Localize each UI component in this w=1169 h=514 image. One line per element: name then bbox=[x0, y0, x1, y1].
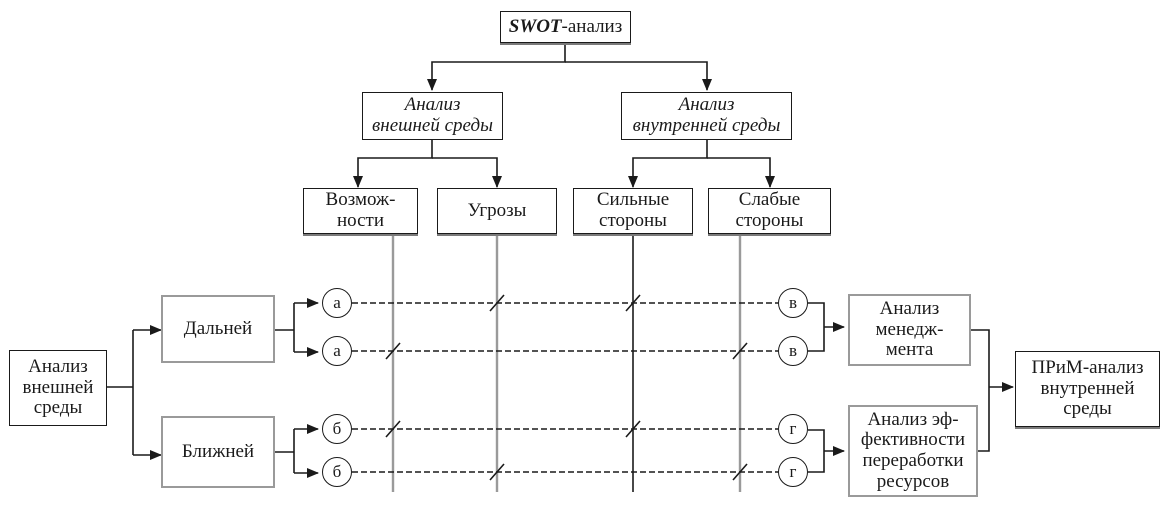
far-horizon-box: Дальней bbox=[161, 295, 275, 363]
efficiency-analysis-label: Анализ эф- фективности переработки ресур… bbox=[860, 408, 966, 492]
prim-analysis-label: ПРиМ-анализ внутренней среды bbox=[1031, 357, 1144, 420]
near-horizon-label: Ближней bbox=[181, 440, 255, 462]
external-env-source-label: Анализ внешней среды bbox=[22, 356, 94, 419]
swot-title-rest: -анализ bbox=[561, 15, 623, 37]
threats-box: Угрозы bbox=[437, 188, 557, 234]
arrow-to-weaknesses bbox=[707, 157, 775, 188]
arrow-to-threats bbox=[432, 157, 502, 188]
management-analysis-box: Анализ менедж- мента bbox=[848, 294, 971, 366]
management-analysis-label: Анализ менедж- мента bbox=[875, 298, 944, 361]
internal-analysis-line2: внутренней среды bbox=[632, 115, 781, 136]
marker-b-2: б bbox=[322, 457, 352, 487]
arrow-to-internal bbox=[565, 61, 712, 91]
arrow-to-opportunities bbox=[353, 140, 433, 188]
near-horizon-box: Ближней bbox=[161, 416, 275, 488]
marker-g-1: г bbox=[778, 414, 808, 444]
external-analysis-box: Анализ внешней среды bbox=[362, 92, 503, 140]
arrow-to-external bbox=[427, 43, 566, 91]
swot-title-box: SWOT-анализ bbox=[500, 11, 631, 43]
marker-v-2: в bbox=[778, 336, 808, 366]
internal-analysis-line1: Анализ bbox=[678, 94, 735, 116]
strengths-box: Сильные стороны bbox=[573, 188, 693, 234]
marker-v-1: в bbox=[778, 288, 808, 318]
external-analysis-line2: внешней среды bbox=[372, 115, 493, 136]
swot-title-bold: SWOT bbox=[508, 15, 562, 37]
opportunities-label: Возмож- ности bbox=[325, 189, 396, 231]
external-env-source-box: Анализ внешней среды bbox=[9, 350, 107, 426]
external-analysis-line1: Анализ bbox=[404, 94, 461, 116]
arrow-to-strengths bbox=[628, 140, 708, 188]
weaknesses-label: Слабые стороны bbox=[735, 189, 804, 231]
efficiency-analysis-box: Анализ эф- фективности переработки ресур… bbox=[848, 405, 978, 497]
weaknesses-box: Слабые стороны bbox=[708, 188, 831, 234]
marker-b-1: б bbox=[322, 414, 352, 444]
marker-a-2: а bbox=[322, 336, 352, 366]
strengths-label: Сильные стороны bbox=[596, 189, 670, 231]
threats-label: Угрозы bbox=[467, 199, 527, 221]
opportunities-box: Возмож- ности bbox=[303, 188, 418, 234]
marker-g-2: г bbox=[778, 457, 808, 487]
internal-analysis-box: Анализ внутренней среды bbox=[621, 92, 792, 140]
marker-a-1: а bbox=[322, 288, 352, 318]
far-horizon-label: Дальней bbox=[183, 317, 253, 339]
prim-analysis-box: ПРиМ-анализ внутренней среды bbox=[1015, 351, 1160, 427]
